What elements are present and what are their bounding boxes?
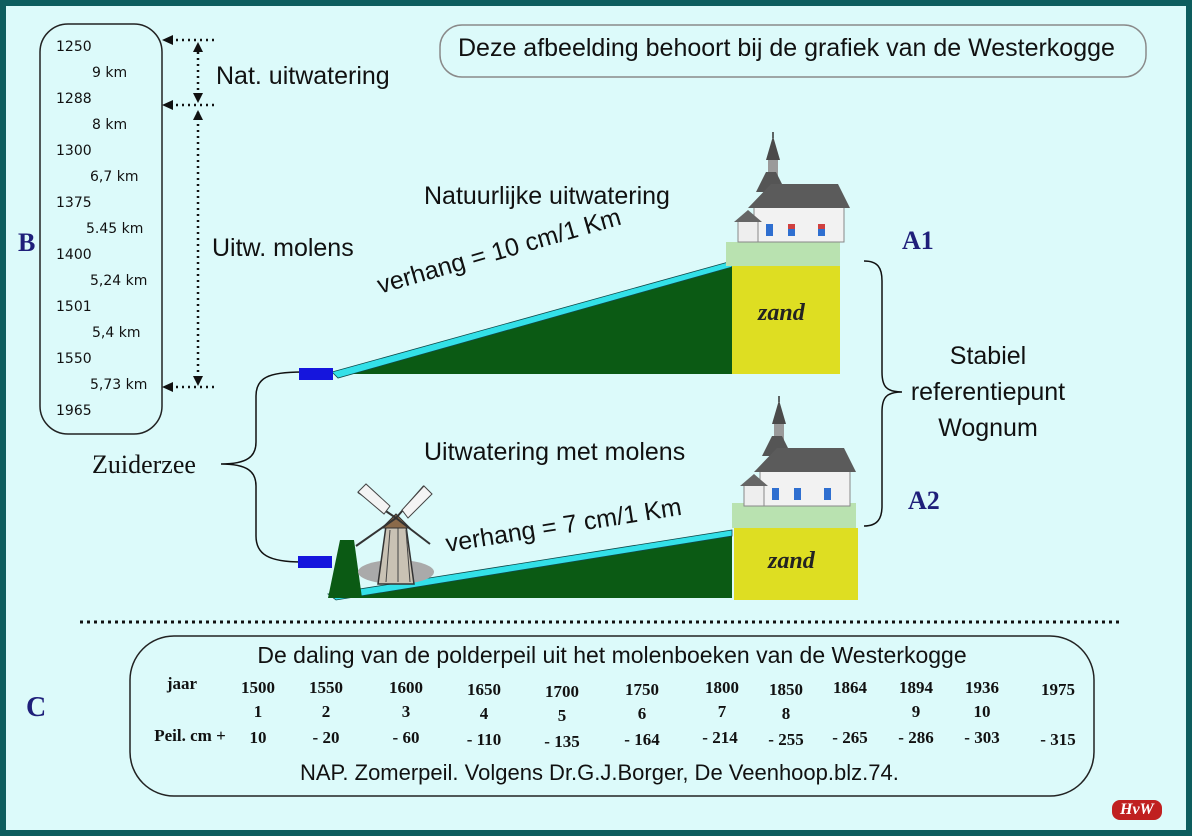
table-value: - 135	[544, 732, 580, 751]
table-index: 5	[557, 706, 567, 725]
nat-uitwatering-label: Nat. uitwatering	[216, 62, 390, 90]
table-box	[129, 635, 1095, 797]
table-year: 1550	[309, 678, 343, 697]
timeline-distance: 5,24 km	[90, 273, 148, 289]
table-index: 4	[479, 704, 489, 723]
timeline-distance: 6,7 km	[90, 169, 139, 185]
table-value: - 265	[832, 728, 868, 747]
table-year: 1894	[899, 678, 933, 697]
timeline-distance: 5,4 km	[92, 325, 141, 341]
church-icon-bottom	[740, 396, 856, 507]
timeline-year: 1250	[56, 39, 92, 55]
timeline-distance: 8 km	[92, 117, 128, 133]
timeline-year: 1550	[56, 351, 92, 367]
timeline-year: 1300	[56, 143, 92, 159]
table-year: 1650	[467, 680, 501, 699]
table-index: 1	[253, 702, 263, 721]
table-value: 10	[249, 728, 267, 747]
table-value: - 164	[624, 730, 660, 749]
table-title: De daling van de polderpeil uit het mole…	[257, 642, 967, 668]
top-zand-block	[732, 266, 840, 374]
zand-label-bottom: zand	[768, 548, 815, 574]
timeline-year: 1288	[56, 91, 92, 107]
table-year: 1700	[545, 682, 579, 701]
table-index: 8	[781, 704, 791, 723]
timeline-year: 1400	[56, 247, 92, 263]
zand-label-top: zand	[758, 300, 805, 326]
church-icon-top	[734, 132, 850, 243]
uitwatering-met-molens-title: Uitwatering met molens	[424, 438, 686, 466]
label-a1: A1	[902, 226, 934, 255]
timeline-distance: 5,73 km	[90, 377, 148, 393]
header-note-box	[439, 24, 1147, 78]
table-value: - 315	[1040, 730, 1076, 749]
windmill-icon	[355, 483, 434, 585]
table-index: 9	[911, 702, 921, 721]
section-label-c: C	[26, 692, 47, 723]
table-row-label-peil: Peil. cm +	[154, 726, 226, 745]
table-year: 1750	[625, 680, 659, 699]
table-index: 6	[637, 704, 647, 723]
natuurlijke-uitwatering-title: Natuurlijke uitwatering	[424, 182, 670, 210]
timeline-year: 1375	[56, 195, 92, 211]
table-index: 3	[401, 702, 411, 721]
table-value: - 286	[898, 728, 934, 747]
table-index: 10	[973, 702, 991, 721]
table-value: - 20	[312, 728, 340, 747]
bottom-zand-block	[734, 528, 858, 600]
diagram-graphics	[39, 23, 1147, 797]
table-year: 1800	[705, 678, 739, 697]
table-value: - 214	[702, 728, 738, 747]
table-index: 7	[717, 702, 727, 721]
zuiderzee-label: Zuiderzee	[92, 450, 196, 479]
table-index: 2	[321, 702, 331, 721]
bottom-church-ground	[732, 503, 856, 528]
table-value: - 255	[768, 730, 804, 749]
table-year: 1864	[833, 678, 867, 697]
arrow-heads	[162, 35, 203, 392]
timeline-distance: 9 km	[92, 65, 128, 81]
table-year: 1500	[241, 678, 275, 697]
timeline-arrows	[170, 38, 214, 389]
label-a2: A2	[908, 486, 940, 515]
reference-brace	[863, 260, 903, 527]
timeline-year: 1501	[56, 299, 92, 315]
timeline-year: 1965	[56, 403, 92, 419]
table-year: 1975	[1041, 680, 1075, 699]
table-year: 1936	[965, 678, 999, 697]
header-note: Deze afbeelding behoort bij de grafiek v…	[458, 34, 1115, 62]
table-value: - 303	[964, 728, 1000, 747]
bottom-sluice	[298, 556, 332, 568]
uitw-molens-label: Uitw. molens	[212, 234, 354, 262]
table-source: NAP. Zomerpeil. Volgens Dr.G.J.Borger, D…	[300, 760, 899, 785]
section-label-b: B	[18, 228, 36, 257]
table-value: - 60	[392, 728, 420, 747]
bottom-dike	[328, 540, 362, 598]
table-year: 1850	[769, 680, 803, 699]
stabiel-line-2: referentiepunt	[910, 378, 1066, 406]
top-sluice	[299, 368, 333, 380]
timeline-box	[39, 23, 163, 435]
table-year: 1600	[389, 678, 423, 697]
table-row-label-year: jaar	[166, 674, 198, 693]
stabiel-line-3: Wognum	[938, 414, 1038, 442]
timeline-distance: 5.45 km	[86, 221, 144, 237]
table-value: - 110	[466, 730, 502, 749]
top-church-ground	[726, 242, 840, 266]
stabiel-line-1: Stabiel	[949, 342, 1027, 370]
author-signature: HvW	[1112, 800, 1162, 820]
zuiderzee-brace	[220, 371, 303, 563]
